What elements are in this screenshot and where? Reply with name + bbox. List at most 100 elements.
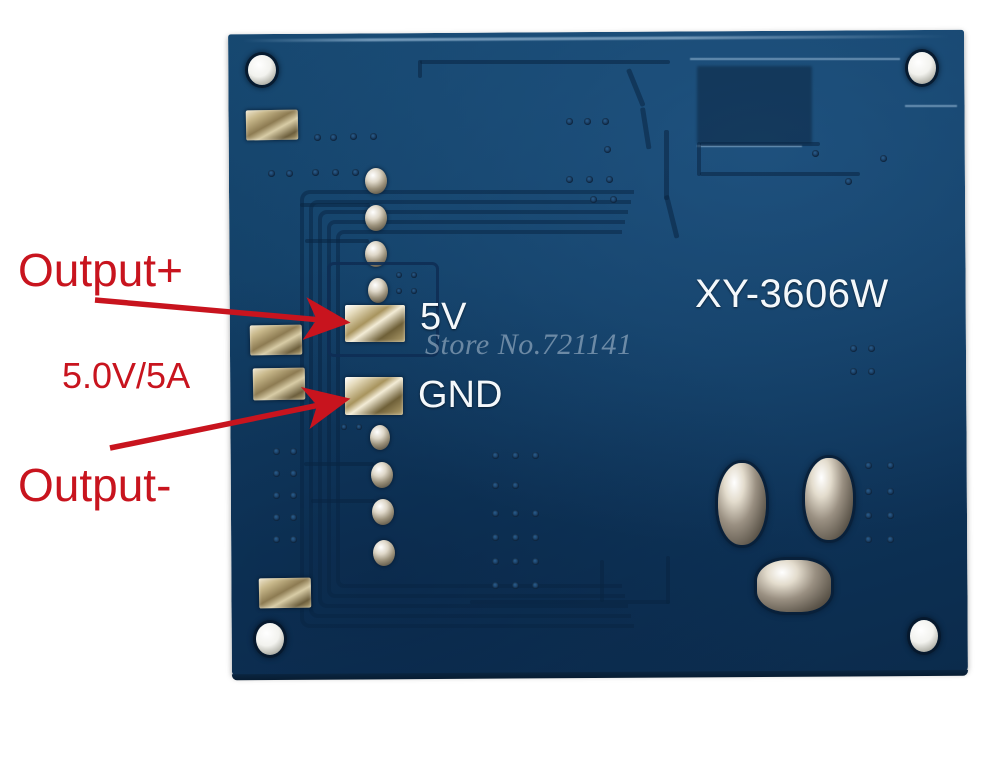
edge-pad-3 [252, 367, 306, 401]
via [273, 514, 280, 521]
via [887, 462, 894, 469]
via [865, 488, 872, 495]
via [602, 118, 609, 125]
trace-top-corner-vertical [418, 60, 422, 78]
silkscreen-label-5v: 5V [420, 296, 467, 338]
via [492, 510, 499, 517]
via [290, 492, 297, 499]
via [356, 424, 362, 430]
via [532, 558, 539, 565]
trace-top-horizontal [420, 60, 670, 64]
via [880, 155, 887, 162]
via [610, 196, 617, 203]
via [586, 176, 593, 183]
via [887, 512, 894, 519]
trace-stub-pin7 [311, 499, 375, 503]
via [350, 133, 357, 140]
trace-bottom-riser-2 [600, 560, 604, 602]
via [887, 536, 894, 543]
pin-pad-4 [368, 278, 388, 303]
via [268, 170, 275, 177]
via [492, 452, 499, 459]
trace-right-branch-v [697, 142, 701, 176]
gold-pad-gnd [345, 377, 403, 415]
trace-right-lower-h [700, 172, 860, 176]
trace-stub-pin6 [304, 462, 374, 466]
via [492, 482, 499, 489]
via [273, 470, 280, 477]
via [396, 288, 402, 294]
board-highlight-line-top [690, 58, 900, 60]
via [341, 424, 347, 430]
via [887, 488, 894, 495]
board-model-label: XY-3606W [695, 272, 889, 316]
via [512, 510, 519, 517]
via [606, 176, 613, 183]
board-highlight-line-mid [697, 145, 802, 147]
gold-pad-5v [345, 305, 405, 342]
via [566, 176, 573, 183]
annotation-output-positive: Output+ [18, 244, 183, 296]
via [290, 536, 297, 543]
edge-pad-4 [258, 577, 312, 609]
trace-right-branch-h [700, 142, 820, 146]
via [868, 345, 875, 352]
trace-upper-vertical [664, 130, 669, 200]
via [290, 448, 297, 455]
via [286, 170, 293, 177]
via [352, 169, 359, 176]
via [865, 512, 872, 519]
via [396, 272, 402, 278]
via [314, 134, 321, 141]
via [868, 368, 875, 375]
mounting-hole-top-left [248, 55, 276, 85]
via [370, 133, 377, 140]
via [411, 288, 417, 294]
via [330, 134, 337, 141]
via [512, 482, 519, 489]
via [845, 178, 852, 185]
solder-blob-round [757, 560, 831, 612]
via [273, 492, 280, 499]
via [532, 452, 539, 459]
pin-pad-7 [372, 499, 394, 525]
pin-pad-8 [373, 540, 395, 566]
annotation-output-negative: Output- [18, 459, 172, 511]
edge-pad-1 [245, 109, 299, 141]
via [512, 452, 519, 459]
via [590, 196, 597, 203]
pin-pad-3 [365, 241, 387, 267]
via [812, 150, 819, 157]
via [532, 534, 539, 541]
component-shadow-region [697, 66, 812, 144]
mounting-hole-bottom-right [910, 620, 938, 652]
via [850, 368, 857, 375]
trace-bottom-riser [666, 556, 670, 604]
via [604, 146, 611, 153]
silkscreen-label-gnd: GND [418, 374, 503, 416]
via [532, 510, 539, 517]
trace-bottom-long [470, 600, 670, 604]
board-highlight-line-right [905, 105, 957, 107]
store-watermark: Store No.721141 [425, 328, 633, 361]
via [273, 536, 280, 543]
edge-pad-2 [249, 324, 303, 356]
via [512, 534, 519, 541]
via [312, 169, 319, 176]
via [512, 582, 519, 589]
pin-pad-2 [365, 205, 387, 231]
via [584, 118, 591, 125]
pin-pad-5 [370, 425, 390, 450]
via [273, 448, 280, 455]
via [332, 169, 339, 176]
trace-stub-pin3 [305, 239, 369, 243]
via [492, 558, 499, 565]
via [512, 558, 519, 565]
via [492, 534, 499, 541]
via [865, 462, 872, 469]
via [290, 470, 297, 477]
via [290, 514, 297, 521]
trace-stub-pin2 [300, 203, 370, 207]
solder-blob-left-oval [718, 463, 766, 545]
